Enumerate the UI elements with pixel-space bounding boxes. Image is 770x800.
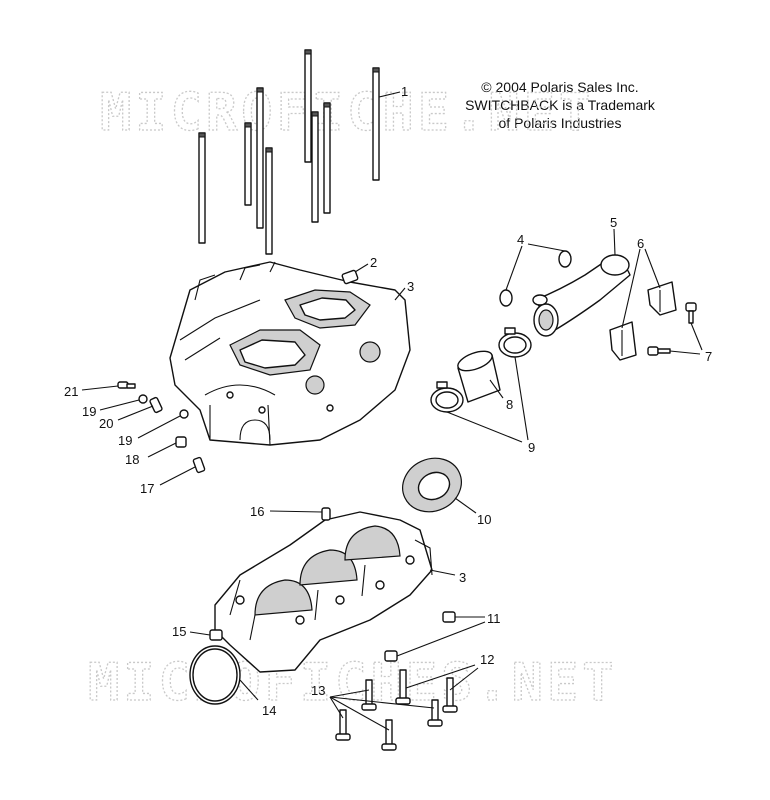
callout-16: 16: [250, 504, 264, 519]
callout-8: 8: [506, 397, 513, 412]
screws-part-11: [384, 611, 456, 662]
fitting-part-15: [209, 629, 223, 641]
callout-17: 17: [140, 481, 154, 496]
callout-7: 7: [705, 349, 712, 364]
seal-part-10: [402, 457, 462, 513]
copyright-line-1: © 2004 Polaris Sales Inc.: [481, 79, 639, 95]
copyright-line-2: SWITCHBACK is a Trademark: [465, 97, 655, 113]
copyright-notice: © 2004 Polaris Sales Inc. SWITCHBACK is …: [440, 78, 680, 132]
callout-11: 11: [487, 611, 501, 626]
callout-13: 13: [311, 683, 325, 698]
callout-21: 21: [64, 384, 78, 399]
clamps-part-9: [430, 327, 532, 413]
callout-15: 15: [172, 624, 186, 639]
lower-crankcase-part-3: [214, 511, 433, 673]
callout-18: 18: [125, 452, 139, 467]
bolts-part-7: [647, 302, 697, 356]
callout-19-lower: 19: [118, 433, 132, 448]
elbow-part-5: [532, 254, 631, 337]
watermark-top: MICROFICHE.NET: [100, 83, 594, 143]
studs-part-1: [198, 49, 380, 255]
bolts-part-12: [395, 669, 458, 713]
oring-part-14: [189, 645, 241, 705]
callout-6: 6: [637, 236, 644, 251]
bolts-part-13: [335, 679, 443, 751]
copyright-line-3: of Polaris Industries: [498, 115, 622, 131]
watermark-bottom: MICROFICHES.NET: [88, 653, 618, 713]
callout-12: 12: [480, 652, 494, 667]
callout-4: 4: [517, 232, 524, 247]
callout-3-lower: 3: [459, 570, 466, 585]
callout-5: 5: [610, 215, 617, 230]
hardware-parts-17-21: [117, 381, 206, 474]
orings-part-4: [499, 250, 572, 307]
callout-9: 9: [528, 440, 535, 455]
callout-1: 1: [401, 84, 408, 99]
upper-crankcase-part-3: [169, 261, 411, 446]
dowel-part-16: [321, 507, 331, 521]
hose-part-8: [457, 350, 501, 403]
callout-20: 20: [99, 416, 113, 431]
callout-3-upper: 3: [407, 279, 414, 294]
brackets-part-6: [609, 281, 677, 361]
callout-2: 2: [370, 255, 377, 270]
leader-lines: [81, 91, 703, 731]
callout-14: 14: [262, 703, 276, 718]
dowel-part-2: [341, 269, 359, 285]
callout-10: 10: [477, 512, 491, 527]
callout-19-upper: 19: [82, 404, 96, 419]
callout-labels: 1 2 3 4 5 6 7 8 9 10 3 11 12 13 14 15 16…: [64, 84, 712, 718]
